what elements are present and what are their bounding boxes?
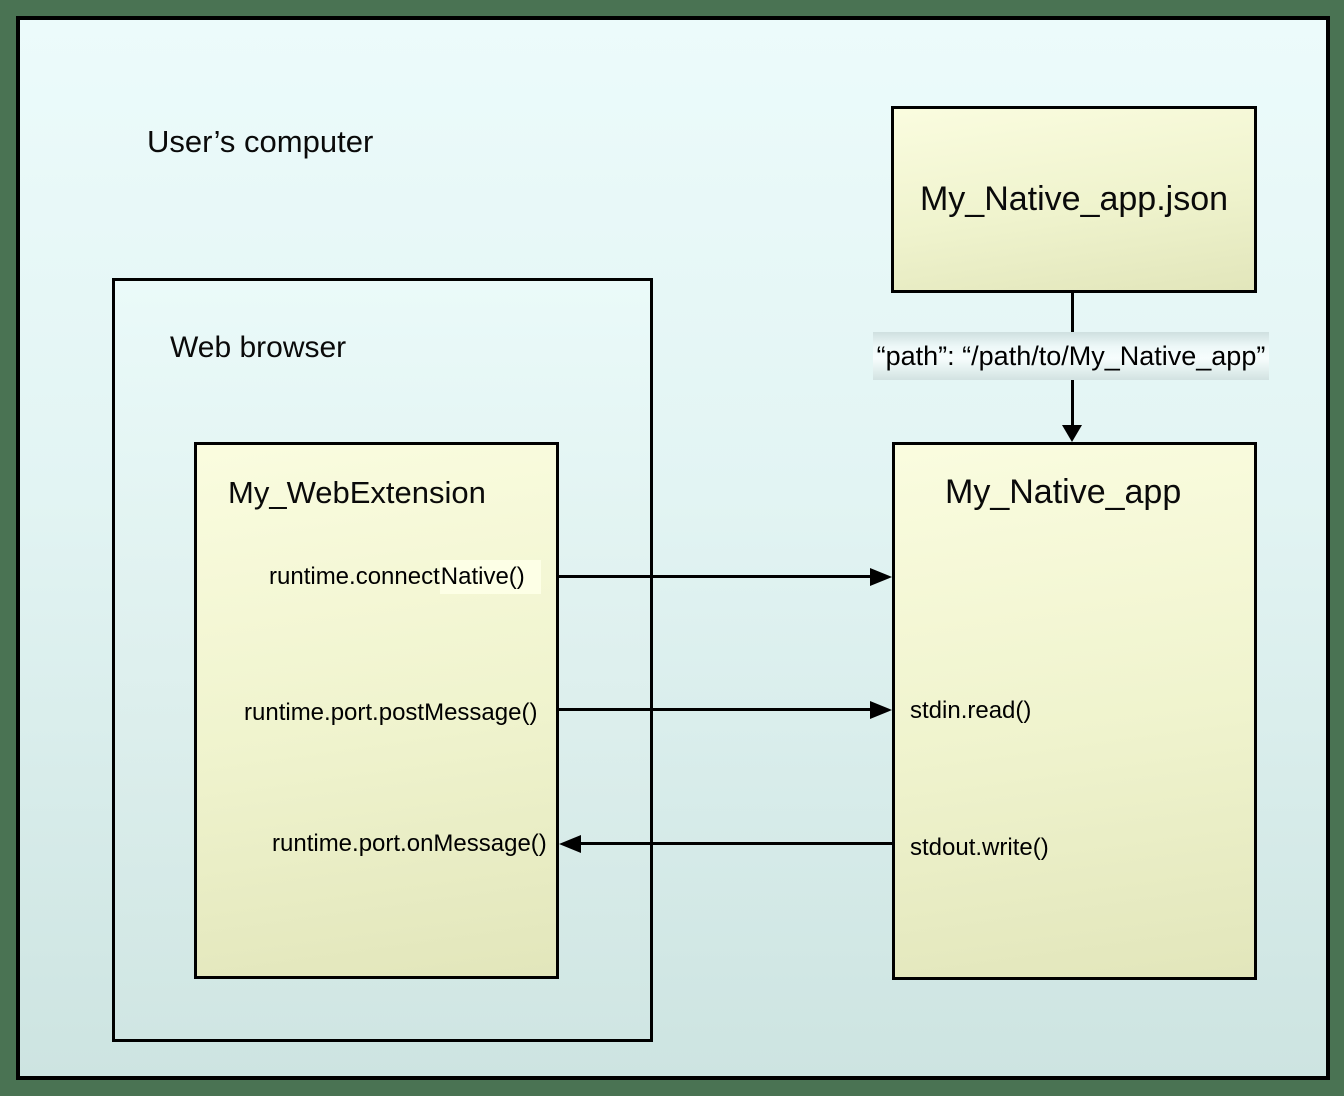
arrow-stdout-line [581, 842, 892, 845]
web-browser-label: Web browser [170, 331, 347, 364]
call-on-message: runtime.port.onMessage() [272, 830, 547, 857]
arrow-manifest-to-native-head [1062, 425, 1082, 442]
path-annotation: “path”: “/path/to/My_Native_app” [873, 332, 1269, 380]
call-connect-native-prefix: runtime.connect [269, 563, 440, 590]
call-post-message: runtime.port.postMessage() [244, 699, 538, 726]
call-connect-native: runtime.connectNative() [269, 560, 541, 594]
arrow-stdout-head [559, 835, 581, 853]
users-computer-label: User’s computer [147, 124, 374, 159]
arrow-post-message-line [558, 708, 872, 711]
manifest-title: My_Native_app.json [919, 180, 1229, 218]
arrow-connect-native-line [558, 575, 872, 578]
arrow-post-message-head [870, 701, 892, 719]
webextension-box: My_WebExtension [194, 442, 559, 979]
arrow-connect-native-head [870, 568, 892, 586]
webextension-title: My_WebExtension [228, 475, 486, 510]
call-stdin-read: stdin.read() [910, 697, 1032, 724]
users-computer-area: User’s computer Web browser My_WebExtens… [16, 16, 1330, 1080]
call-stdout-write: stdout.write() [910, 834, 1049, 861]
manifest-box: My_Native_app.json [891, 106, 1257, 293]
native-app-title: My_Native_app [945, 473, 1182, 511]
native-app-box: My_Native_app [892, 442, 1257, 980]
call-connect-native-highlighted: Native() [439, 560, 541, 594]
